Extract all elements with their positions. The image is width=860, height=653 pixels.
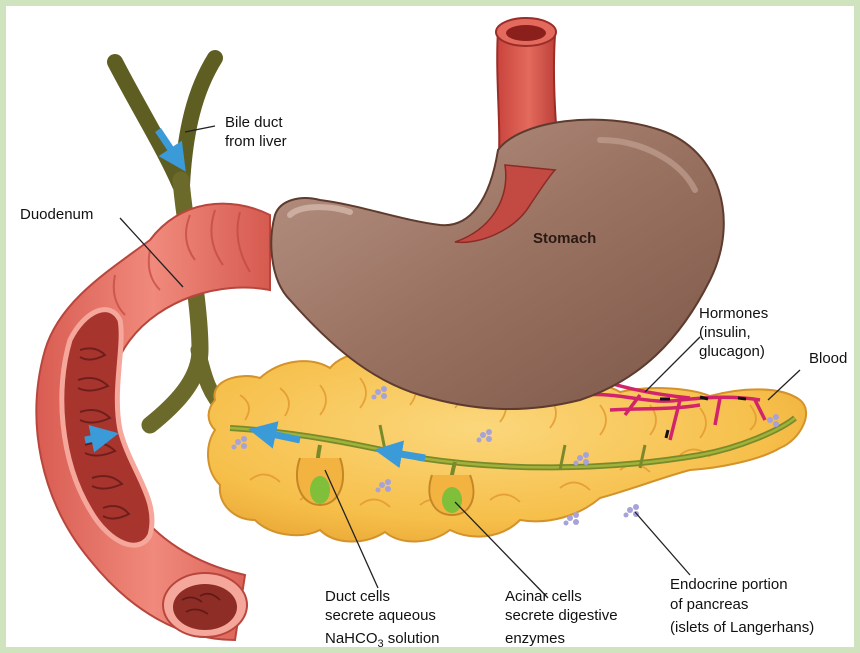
label-endocrine-portion: Endocrine portion of pancreas (islets of… [670, 576, 814, 636]
label-bile-duct: Bile duct from liver [225, 114, 287, 150]
label-duodenum: Duodenum [20, 206, 93, 223]
duodenum-flow-arrow [85, 436, 105, 440]
label-hormones: Hormones (insulin, glucagon) [699, 305, 772, 360]
acinar-cell-pocket [442, 487, 462, 513]
duct-cell-pocket [310, 476, 330, 504]
label-duct-cells: Duct cells secrete aqueous NaHCO3 soluti… [325, 588, 440, 650]
label-stomach: Stomach [533, 230, 596, 247]
label-acinar-cells: Acinar cells secrete digestive enzymes [505, 588, 622, 647]
label-blood: Blood [809, 350, 847, 367]
